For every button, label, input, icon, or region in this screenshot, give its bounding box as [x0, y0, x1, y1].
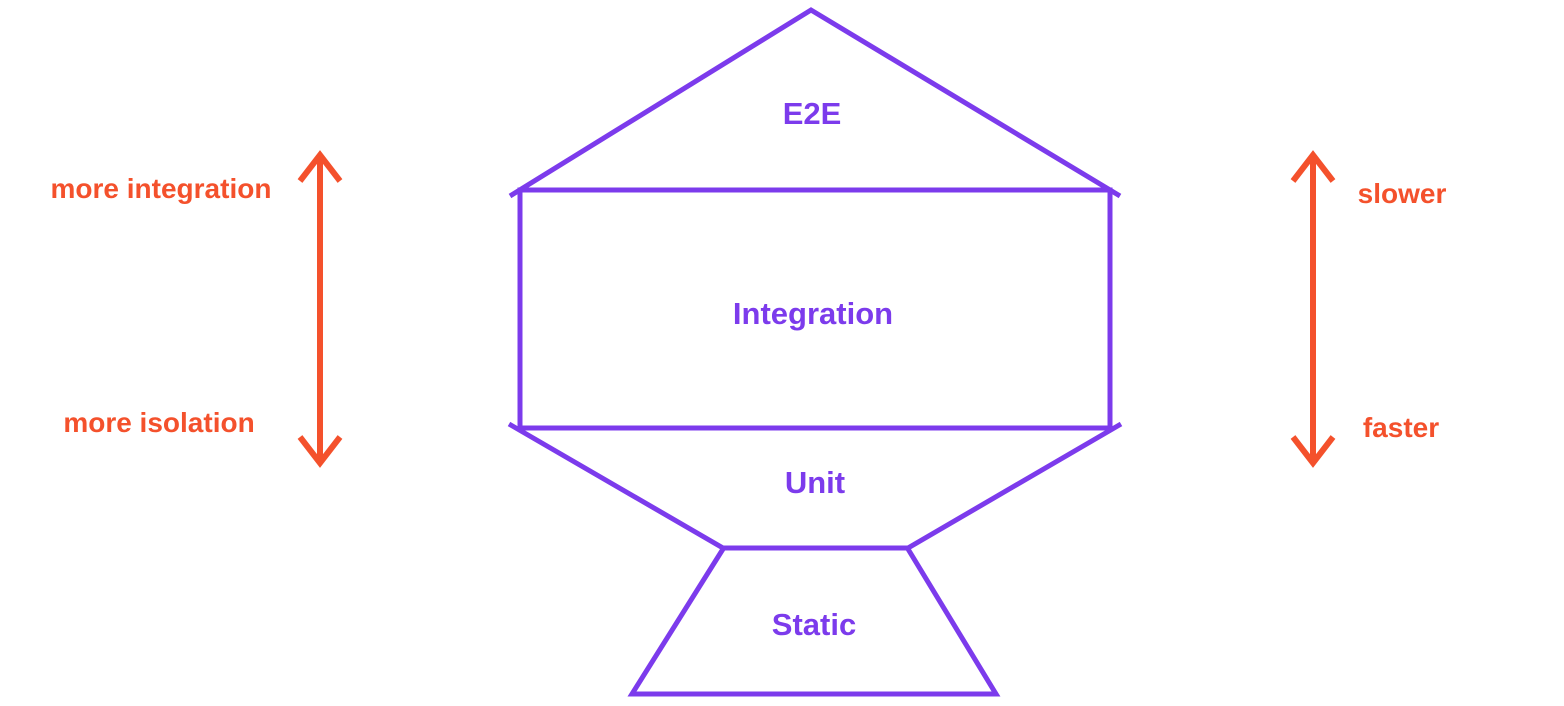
e2e-label: E2E — [783, 96, 842, 131]
unit-label: Unit — [785, 465, 845, 500]
trophy-labels: E2E Integration Unit Static — [733, 96, 893, 642]
e2e-triangle-shape — [508, 7, 1122, 199]
integration-isolation-axis: more integration more isolation — [51, 150, 343, 468]
slower-label: slower — [1358, 178, 1447, 209]
faster-label: faster — [1363, 412, 1439, 443]
double-arrow-icon — [297, 150, 343, 468]
more-isolation-label: more isolation — [63, 407, 254, 438]
double-arrow-icon — [1290, 150, 1336, 468]
more-integration-label: more integration — [51, 173, 272, 204]
static-label: Static — [772, 607, 856, 642]
integration-label: Integration — [733, 296, 893, 331]
speed-axis: slower faster — [1290, 150, 1447, 468]
trophy-shapes — [507, 7, 1123, 697]
unit-trapezoid-shape — [507, 421, 1123, 551]
static-trapezoid-shape — [627, 547, 1001, 697]
